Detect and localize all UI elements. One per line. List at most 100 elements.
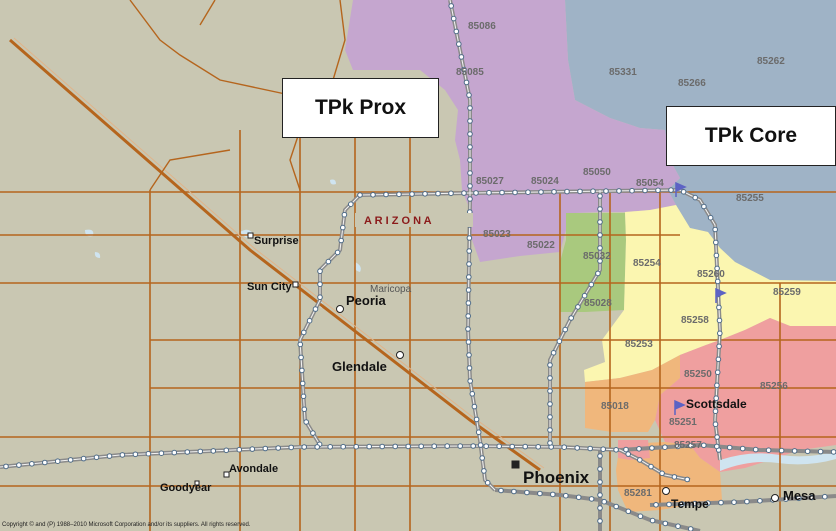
freeway-marker [716, 317, 723, 324]
freeway-marker [588, 281, 595, 288]
freeway-marker [714, 434, 720, 440]
freeway-marker [757, 498, 763, 504]
freeway-marker [623, 446, 629, 453]
freeway-marker [145, 450, 152, 457]
freeway-marker [461, 190, 467, 196]
freeway-marker [466, 352, 472, 358]
freeway-marker [475, 429, 482, 436]
zip-label: 85050 [583, 167, 611, 178]
city-label-tempe: Tempe [671, 497, 709, 511]
freeway-marker [383, 191, 389, 198]
freeway-marker [817, 448, 824, 455]
freeway-marker [662, 520, 669, 527]
freeway-marker [714, 278, 721, 285]
freeway-marker [603, 188, 609, 194]
freeway-marker [648, 463, 654, 470]
freeway-marker [54, 458, 61, 465]
freeway-marker [642, 187, 648, 194]
freeway-marker [659, 470, 665, 477]
state-label: A R I Z O N A [364, 215, 432, 227]
freeway-marker [716, 343, 722, 350]
freeway-marker [317, 281, 323, 288]
freeway-marker [317, 294, 323, 301]
freeway-marker [822, 493, 828, 500]
freeway-marker [314, 444, 321, 450]
freeway-marker [341, 211, 348, 218]
freeway-marker [701, 442, 707, 449]
freeway-marker [299, 367, 305, 374]
freeway-marker [465, 313, 472, 319]
freeway-marker [466, 365, 473, 371]
freeway-marker [701, 203, 707, 210]
freeway-marker [597, 219, 603, 225]
freeway-marker [714, 265, 720, 272]
city-label-phoenix: Phoenix [523, 468, 590, 487]
freeway-marker [42, 459, 48, 466]
freeway-marker [556, 338, 563, 345]
water-lake-6 [330, 179, 336, 185]
freeway-marker [418, 443, 425, 450]
freeway-marker [327, 444, 334, 450]
freeway-marker [590, 188, 596, 194]
freeway-marker [249, 446, 256, 452]
freeway-marker [597, 466, 603, 472]
freeway-marker [687, 526, 694, 531]
city-label-goodyear: Goodyear [160, 482, 212, 494]
freeway-marker [731, 499, 737, 506]
city-labels: Surprise Sun City Peoria Glendale Avonda… [160, 235, 816, 511]
water-river [720, 451, 836, 471]
city-label-mesa: Mesa [783, 488, 816, 503]
freeway-marker [509, 443, 516, 450]
freeway-marker [692, 500, 698, 507]
freeway-marker [547, 440, 553, 446]
freeway-marker [714, 369, 721, 376]
zone-purple [345, 0, 680, 262]
freeway-marker [597, 258, 603, 264]
freeway-marker [713, 395, 720, 402]
freeway-marker [236, 446, 243, 453]
freeway-marker [288, 444, 295, 451]
freeway-marker [312, 306, 319, 312]
freeway-marker [340, 224, 346, 231]
city-label-glendale: Glendale [332, 359, 387, 374]
freeway-marker [666, 501, 672, 508]
freeway-marker [467, 183, 473, 189]
freeway-marker [458, 54, 465, 60]
freeway-marker [467, 144, 473, 150]
zip-label: 85086 [468, 21, 496, 32]
freeway-marker [353, 443, 360, 450]
freeway-marker [680, 189, 687, 195]
city-label-surprise: Surprise [254, 235, 299, 247]
freeway-marker [396, 191, 402, 198]
freeway-marker [465, 300, 472, 306]
freeway-marker [655, 187, 661, 194]
freeway-marker [512, 189, 518, 196]
zip-label: 85251 [669, 417, 697, 428]
freeway-marker [499, 189, 505, 196]
freeway-marker [649, 445, 655, 451]
freeway-marker [467, 170, 473, 176]
freeway-marker [716, 304, 722, 311]
zip-label: 85258 [681, 315, 709, 326]
freeway-marker [616, 188, 622, 194]
freeway-marker [466, 248, 473, 254]
freeway-marker [197, 448, 204, 455]
freeway-marker [392, 443, 399, 450]
freeway-marker [210, 448, 217, 454]
freeway-marker [575, 494, 582, 501]
freeway-marker [466, 261, 472, 267]
freeway-marker [653, 502, 659, 508]
freeway-marker [597, 479, 603, 485]
freeway-marker [469, 391, 476, 397]
freeway-marker [551, 189, 557, 195]
freeway-marker [379, 443, 386, 450]
freeway-marker [481, 468, 487, 474]
freeway-marker [456, 41, 462, 47]
freeway-marker [595, 270, 601, 277]
freeway-marker [705, 500, 711, 506]
freeway-marker [547, 375, 553, 381]
freeway-marker [629, 187, 635, 194]
freeway-marker [338, 237, 345, 244]
city-label-avondale: Avondale [229, 463, 278, 475]
freeway-marker [547, 362, 553, 368]
